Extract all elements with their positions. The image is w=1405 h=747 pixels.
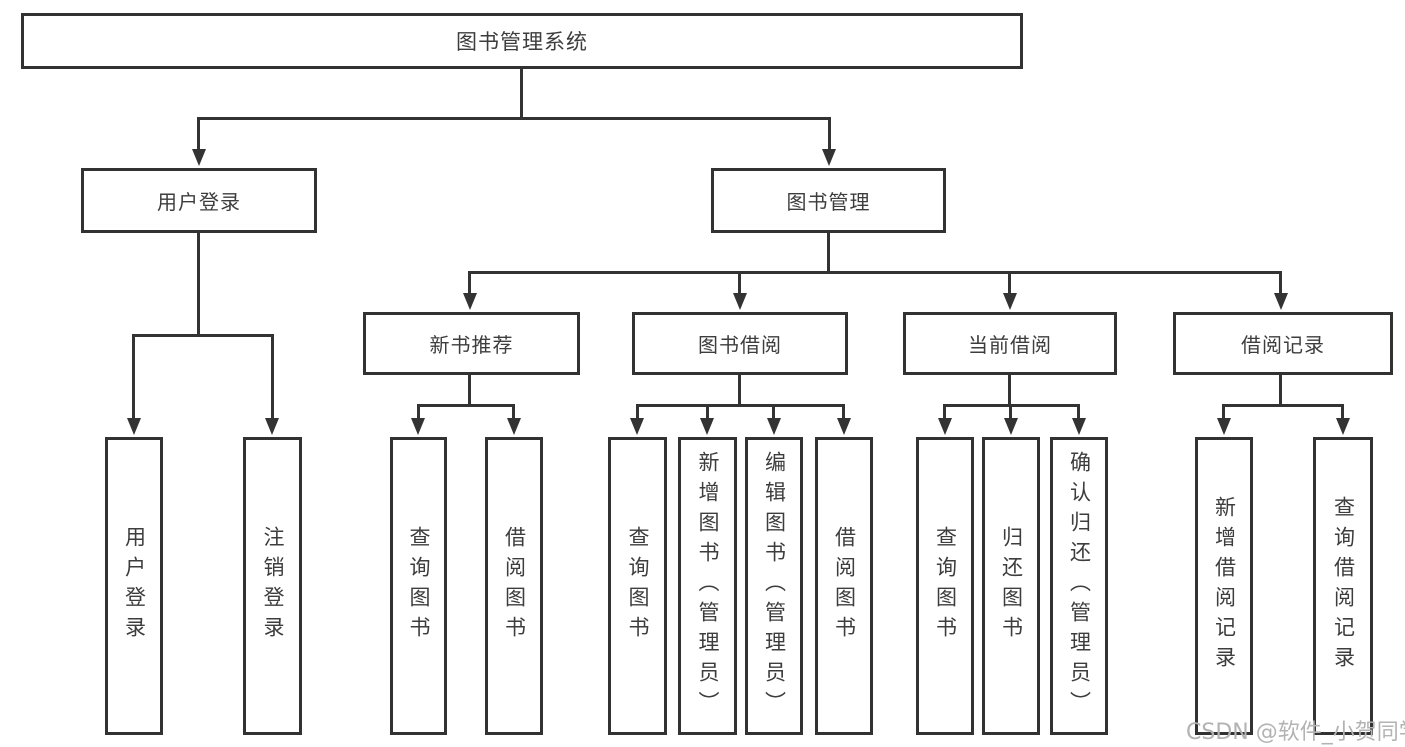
arrow-down-marker bbox=[192, 149, 206, 166]
connector-line bbox=[132, 334, 274, 337]
node-label: 查询图书 bbox=[407, 526, 431, 646]
arrow-down-marker bbox=[1004, 418, 1018, 435]
node-label: 查询图书 bbox=[626, 526, 650, 646]
node-label: 借阅图书 bbox=[832, 526, 857, 646]
connector-line bbox=[706, 406, 709, 420]
connector-line bbox=[842, 406, 845, 420]
leaf-borrowing-borrow-books: 借阅图书 bbox=[815, 437, 873, 735]
connector-line bbox=[1279, 375, 1282, 407]
connector-line bbox=[197, 118, 200, 151]
connector-line bbox=[132, 336, 135, 420]
arrow-down-marker bbox=[767, 418, 781, 435]
connector-line bbox=[512, 406, 515, 420]
node-label: 用户登录 bbox=[157, 190, 241, 214]
connector-line bbox=[827, 233, 830, 274]
connector-line bbox=[271, 336, 274, 420]
node-new-book-recommend: 新书推荐 bbox=[363, 312, 580, 375]
connector-line bbox=[828, 118, 831, 151]
leaf-record-add: 新增借阅记录 bbox=[1195, 437, 1253, 735]
connector-line bbox=[468, 271, 1282, 274]
node-label: 查询借阅记录 bbox=[1331, 496, 1356, 676]
leaf-record-query: 查询借阅记录 bbox=[1313, 437, 1373, 735]
node-label: 编辑图书（管理员） bbox=[762, 451, 787, 721]
connector-line bbox=[1008, 273, 1011, 295]
arrow-down-marker bbox=[1072, 418, 1086, 435]
connector-line bbox=[1222, 406, 1225, 420]
node-label: 图书管理系统 bbox=[456, 30, 588, 54]
connector-line bbox=[1222, 404, 1344, 407]
connector-line bbox=[520, 69, 523, 120]
node-book-management: 图书管理 bbox=[711, 168, 946, 233]
connector-line bbox=[636, 406, 639, 420]
leaf-current-confirm-return-admin: 确认归还（管理员） bbox=[1050, 437, 1108, 735]
node-label: 归还图书 bbox=[999, 526, 1024, 646]
arrow-down-marker bbox=[1274, 293, 1288, 310]
connector-line bbox=[468, 273, 471, 295]
node-label: 新增图书（管理员） bbox=[696, 451, 720, 721]
connector-line bbox=[417, 404, 515, 407]
connector-line bbox=[1341, 406, 1344, 420]
node-borrow-records: 借阅记录 bbox=[1173, 312, 1393, 375]
node-label: 当前借阅 bbox=[968, 333, 1052, 357]
node-label: 查询图书 bbox=[933, 526, 958, 646]
connector-line bbox=[943, 404, 1080, 407]
connector-line bbox=[738, 375, 741, 407]
connector-line bbox=[1279, 273, 1282, 295]
arrow-down-marker bbox=[1003, 293, 1017, 310]
arrow-down-marker bbox=[463, 293, 477, 310]
arrow-down-marker bbox=[1336, 418, 1350, 435]
leaf-borrowing-query-books: 查询图书 bbox=[608, 437, 667, 735]
leaf-logout: 注销登录 bbox=[243, 437, 302, 735]
node-label: 图书借阅 bbox=[698, 333, 782, 357]
leaf-recommend-query-books: 查询图书 bbox=[390, 437, 447, 735]
node-label: 图书管理 bbox=[786, 190, 871, 214]
leaf-recommend-borrow-books: 借阅图书 bbox=[485, 437, 543, 735]
arrow-down-marker bbox=[700, 418, 714, 435]
node-label: 借阅图书 bbox=[502, 526, 527, 646]
leaf-user-login: 用户登录 bbox=[105, 437, 163, 735]
arrow-down-marker bbox=[938, 418, 952, 435]
node-label: 确认归还（管理员） bbox=[1067, 451, 1092, 721]
connector-line bbox=[1077, 406, 1080, 420]
connector-line bbox=[772, 406, 775, 420]
connector-line bbox=[1008, 375, 1011, 407]
arrow-down-marker bbox=[733, 293, 747, 310]
node-label: 借阅记录 bbox=[1241, 333, 1325, 357]
arrow-down-marker bbox=[1217, 418, 1231, 435]
connector-line bbox=[197, 233, 200, 337]
node-label: 新书推荐 bbox=[429, 333, 514, 357]
leaf-borrowing-add-books-admin: 新增图书（管理员） bbox=[678, 437, 737, 735]
node-user-login: 用户登录 bbox=[81, 168, 317, 233]
arrow-down-marker bbox=[127, 418, 141, 435]
arrow-down-marker bbox=[507, 418, 521, 435]
arrow-down-marker bbox=[630, 418, 644, 435]
node-book-borrowing: 图书借阅 bbox=[632, 312, 848, 375]
node-label: 新增借阅记录 bbox=[1212, 496, 1237, 676]
leaf-borrowing-edit-books-admin: 编辑图书（管理员） bbox=[745, 437, 803, 735]
connector-line bbox=[1009, 406, 1012, 420]
leaf-current-query-books: 查询图书 bbox=[916, 437, 974, 735]
arrow-down-marker bbox=[265, 418, 279, 435]
arrow-down-marker bbox=[411, 418, 425, 435]
node-current-borrowing: 当前借阅 bbox=[903, 312, 1117, 375]
node-label: 用户登录 bbox=[122, 526, 147, 646]
arrow-down-marker bbox=[837, 418, 851, 435]
node-label: 注销登录 bbox=[261, 526, 285, 646]
arrow-down-marker bbox=[822, 149, 836, 166]
connector-line bbox=[738, 273, 741, 295]
watermark: CSDN @软件_小贺同学 bbox=[1186, 720, 1405, 745]
connector-line bbox=[943, 406, 946, 420]
connector-line bbox=[468, 375, 471, 407]
leaf-current-return-books: 归还图书 bbox=[982, 437, 1040, 735]
connector-line bbox=[636, 404, 845, 407]
connector-line bbox=[417, 406, 420, 420]
node-library-system: 图书管理系统 bbox=[21, 13, 1023, 69]
connector-line bbox=[197, 117, 831, 120]
